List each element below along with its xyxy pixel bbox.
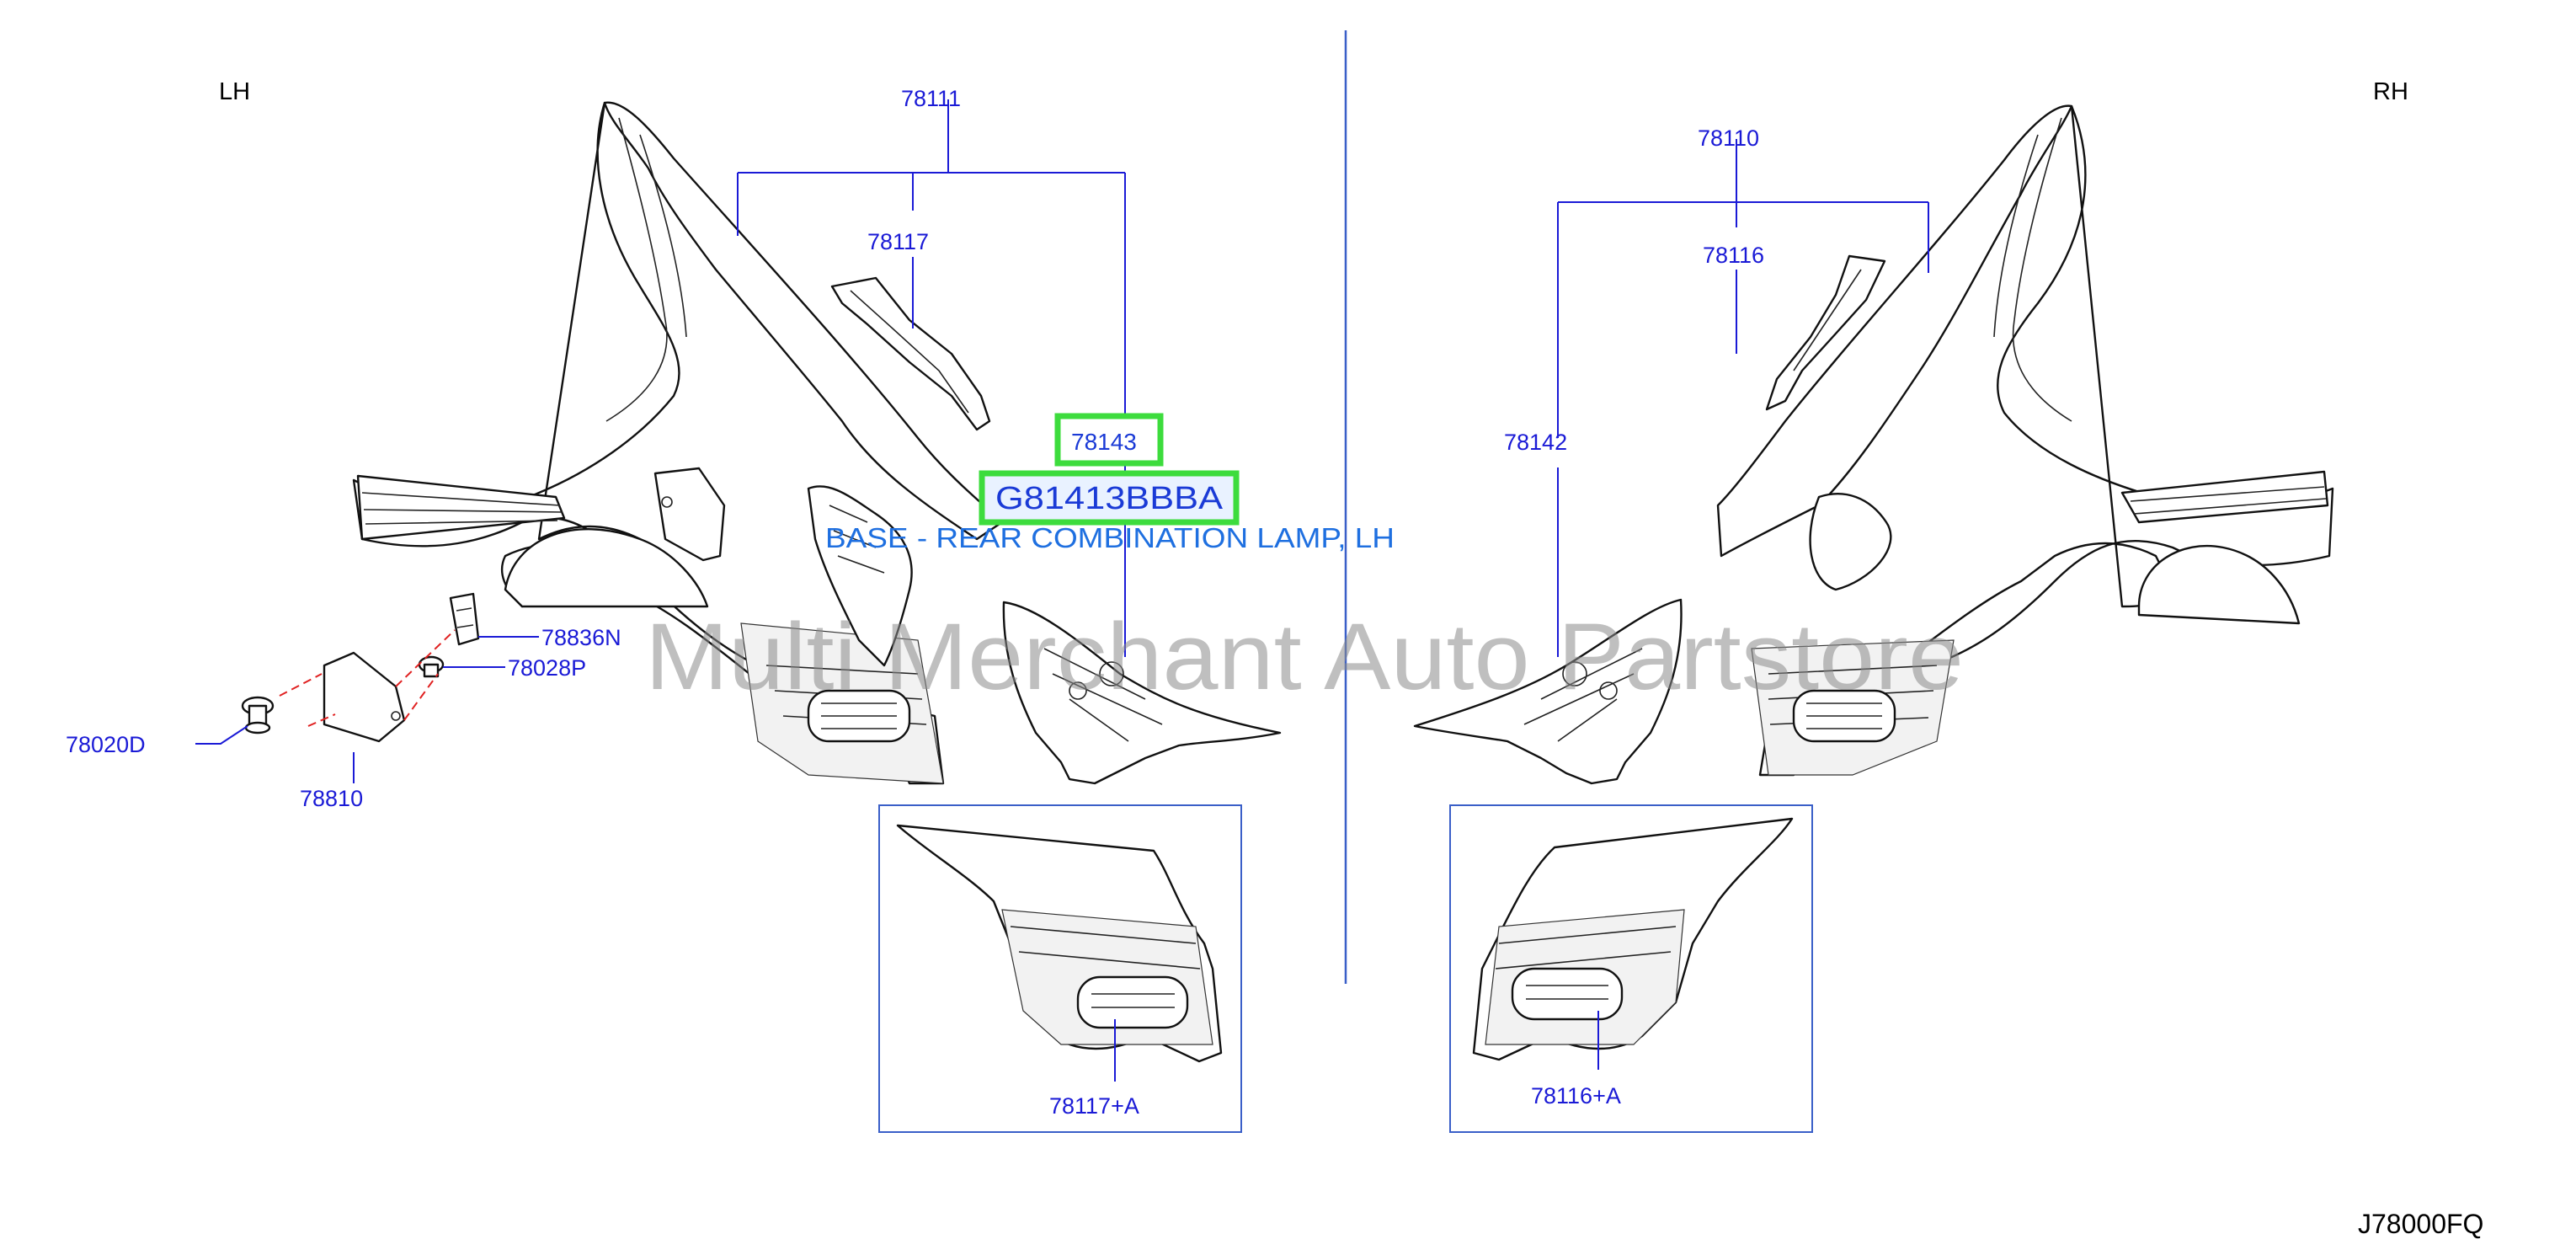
callout-78110[interactable]: 78110 (1698, 126, 1759, 151)
callout-78116A[interactable]: 78116+A (1531, 1083, 1621, 1108)
highlight-oem-number[interactable]: G81413BBBA (979, 470, 1240, 526)
rh-quarter-panel[interactable] (1716, 104, 2334, 777)
callout-78142[interactable]: 78142 (1504, 430, 1567, 455)
part-78810-fuel-lid[interactable] (323, 651, 406, 743)
highlight-part-number[interactable]: 78143 (1054, 413, 1164, 467)
lh-quarter-panel[interactable] (352, 101, 1004, 785)
detail-box-78117A[interactable]: 78117+A (878, 804, 1242, 1133)
leader-78020D (195, 725, 248, 745)
watermark: Multi Merchant Auto Partstore (645, 604, 1964, 709)
part-78116[interactable] (1765, 254, 1886, 411)
callout-78810[interactable]: 78810 (300, 786, 363, 811)
callout-78117[interactable]: 78117 (867, 229, 929, 254)
callout-78020D[interactable]: 78020D (66, 732, 146, 757)
callout-78111[interactable]: 78111 (901, 86, 961, 111)
part-78028P-grommet[interactable] (418, 655, 445, 678)
part-78117[interactable] (830, 276, 991, 431)
lh-inner-panel[interactable] (1002, 601, 1282, 785)
side-label-rh: RH (2373, 78, 2408, 105)
detail-box-78116A[interactable]: 78116+A (1449, 804, 1813, 1133)
assembly-dash-lines (279, 629, 456, 727)
leader-78110 (1557, 139, 1929, 438)
callout-78028P[interactable]: 78028P (508, 655, 586, 681)
side-label-lh: LH (219, 78, 250, 105)
callout-78117A[interactable]: 78117+A (1049, 1093, 1139, 1119)
part-78143-lamp-base[interactable] (807, 485, 913, 667)
part-78142-inner-panel[interactable] (1413, 598, 1683, 785)
part-78020D-bolt[interactable] (241, 696, 275, 735)
callout-78116[interactable]: 78116 (1703, 243, 1764, 268)
svg-text:78143: 78143 (1071, 429, 1137, 455)
callout-78836N[interactable]: 78836N (541, 625, 621, 650)
diagram-code: J78000FQ (2358, 1209, 2483, 1239)
svg-text:G81413BBBA: G81413BBBA (995, 481, 1224, 516)
leader-78111 (737, 99, 1126, 421)
part-78836N-hinge[interactable] (449, 592, 480, 646)
highlight-description: BASE - REAR COMBINATION LAMP, LH (825, 522, 1395, 553)
